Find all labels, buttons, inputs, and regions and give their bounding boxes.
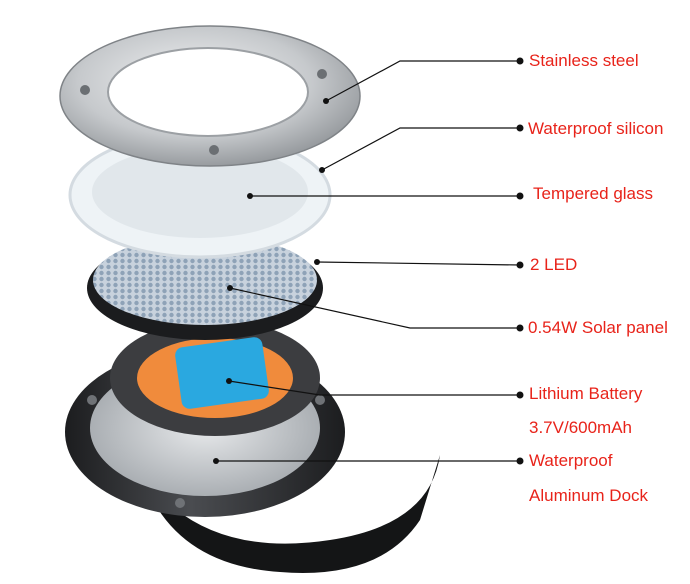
dot-aluminum-dock-end xyxy=(516,457,524,465)
lithium-battery-assembly xyxy=(110,320,320,436)
label-waterproof: Waterproof xyxy=(529,451,613,470)
label-stainless-steel: Stainless steel xyxy=(529,51,639,70)
dock-screw-hole xyxy=(87,395,97,405)
solar-panel xyxy=(87,235,323,340)
dot-stainless-steel xyxy=(323,98,329,104)
dot-2-led-end xyxy=(516,261,524,269)
label-2-led: 2 LED xyxy=(530,255,578,274)
steel-ring-opening xyxy=(107,47,309,137)
battery-cell xyxy=(175,337,269,409)
dot-tempered-glass xyxy=(247,193,253,199)
leader-solar-panel xyxy=(229,287,520,329)
dot-tempered-glass-end xyxy=(516,192,524,200)
leader-2-led xyxy=(316,261,521,266)
dot-waterproof-silicon xyxy=(319,167,325,173)
leader-lines xyxy=(216,60,521,462)
dot-lithium-battery xyxy=(226,378,232,384)
leader-lithium-battery xyxy=(228,380,520,396)
steel-screw-hole xyxy=(317,69,327,79)
stainless-steel-ring xyxy=(59,25,361,167)
solar-cells xyxy=(93,235,317,325)
label-aluminum-dock: Aluminum Dock xyxy=(529,486,649,505)
label-waterproof-silicon: Waterproof silicon xyxy=(528,119,664,138)
steel-screw-hole xyxy=(80,85,90,95)
dot-waterproof-silicon-end xyxy=(516,124,524,132)
label-tempered-glass: Tempered glass xyxy=(533,184,654,203)
dock-screw-hole xyxy=(315,395,325,405)
dot-solar-panel xyxy=(227,285,233,291)
tempered-glass xyxy=(92,146,308,238)
label-lithium-battery: Lithium Battery xyxy=(529,384,643,403)
label-battery-spec: 3.7V/600mAh xyxy=(529,418,633,437)
dot-lithium-battery-end xyxy=(516,391,524,399)
label-solar-panel: 0.54W Solar panel xyxy=(528,318,668,337)
glass-and-silicone xyxy=(68,131,332,259)
dot-solar-panel-end xyxy=(516,324,524,332)
dot-stainless-steel-end xyxy=(516,57,524,65)
dot-2-led xyxy=(314,259,320,265)
leader-waterproof-silicon xyxy=(321,127,520,171)
dock-screw-hole xyxy=(175,498,185,508)
steel-screw-hole xyxy=(209,145,219,155)
dot-aluminum-dock xyxy=(213,458,219,464)
leader-stainless-steel xyxy=(325,60,520,102)
leader-dots xyxy=(213,57,524,465)
